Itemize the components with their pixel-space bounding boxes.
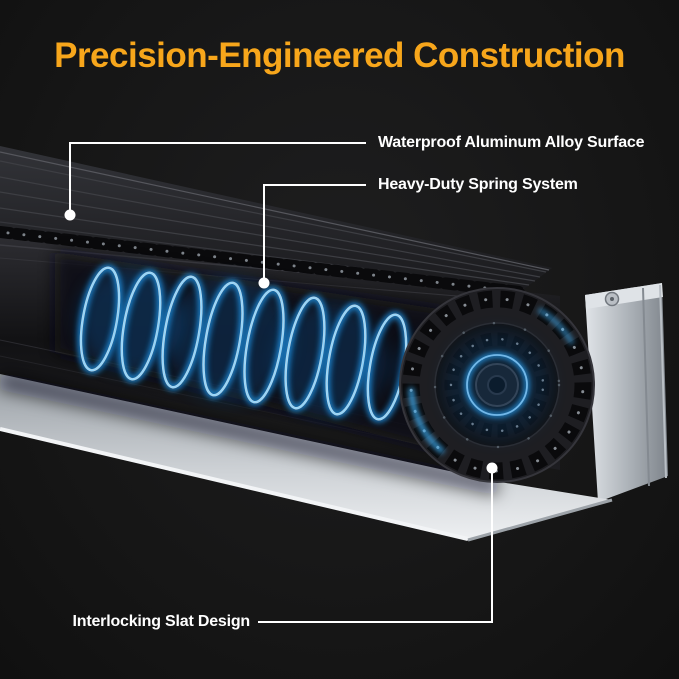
callout-lines bbox=[64, 142, 498, 623]
page-title: Precision-Engineered Construction bbox=[54, 36, 625, 75]
callout-line-slats bbox=[258, 468, 493, 623]
spring-coil bbox=[323, 302, 369, 418]
bracket-seam bbox=[659, 284, 667, 479]
callout-dot-spring bbox=[258, 277, 270, 289]
cover-band-face bbox=[0, 146, 552, 292]
end-cap-blue-arc bbox=[408, 296, 586, 474]
end-cap-blue-arc bbox=[409, 297, 585, 473]
bracket-face bbox=[585, 283, 668, 502]
end-cap bbox=[399, 287, 595, 483]
callout-label-surface: Waterproof Aluminum Alloy Surface bbox=[378, 134, 645, 151]
spring-coil bbox=[159, 273, 205, 391]
spring-coil bbox=[200, 279, 246, 399]
end-cap-inner-dots bbox=[433, 321, 561, 449]
end-cap-ring-dots bbox=[409, 297, 585, 473]
callout-line-spring bbox=[263, 184, 366, 283]
callout-line-surface bbox=[69, 142, 366, 215]
roller-shadow bbox=[0, 372, 500, 496]
spring-coils bbox=[77, 264, 410, 423]
callout-label-slats: Interlocking Slat Design bbox=[72, 613, 251, 630]
end-cap-ambient-glow bbox=[442, 330, 552, 440]
spring-coil bbox=[241, 286, 287, 406]
callout-dot-surface bbox=[64, 209, 76, 221]
spring-coil bbox=[77, 264, 123, 374]
spring-coil bbox=[118, 269, 164, 383]
bracket-screw-center bbox=[610, 297, 614, 301]
callout-dot-slats bbox=[486, 462, 498, 474]
cover-band-groove bbox=[0, 191, 536, 282]
bracket-seam bbox=[642, 287, 650, 487]
slat-chain-dots bbox=[0, 230, 522, 294]
cover-band-groove bbox=[0, 151, 550, 271]
tray-front-lip bbox=[0, 427, 469, 541]
housing-bracket bbox=[585, 283, 668, 502]
cover-band-groove bbox=[0, 176, 541, 278]
spring-coil bbox=[282, 294, 328, 412]
housing-tray bbox=[0, 372, 613, 542]
callout-label-spring: Heavy-Duty Spring System bbox=[378, 176, 578, 193]
cover-band-groove bbox=[0, 160, 547, 273]
